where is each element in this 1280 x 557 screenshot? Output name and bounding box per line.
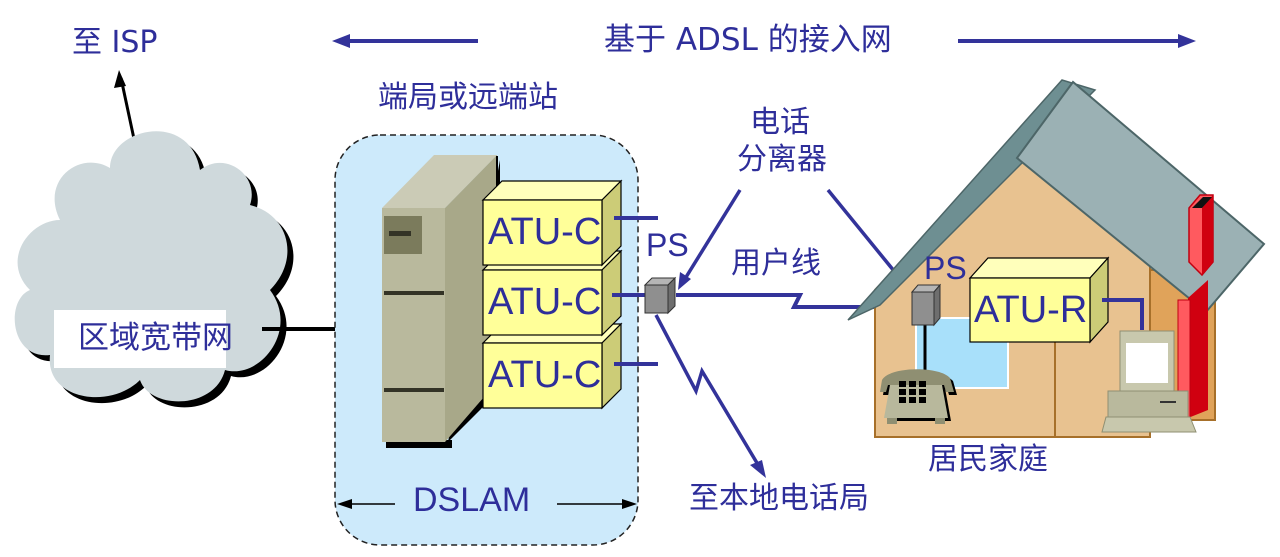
local-exchange-link bbox=[654, 314, 766, 478]
atu-r-label: ATU-R bbox=[974, 289, 1088, 331]
dslam-span-arrow bbox=[337, 499, 637, 509]
splitter-icon-left bbox=[643, 276, 677, 315]
central-office-label: 端局或远端站 bbox=[378, 80, 558, 115]
subscriber-line-label: 用户线 bbox=[731, 246, 821, 281]
atu-c-stubs bbox=[612, 216, 658, 366]
to-isp-label: 至 ISP bbox=[72, 25, 158, 60]
residence-label: 居民家庭 bbox=[928, 442, 1048, 477]
atu-c-module-1 bbox=[481, 179, 623, 267]
subscriber-line bbox=[676, 293, 914, 309]
regional-network-label: 区域宽带网 bbox=[78, 320, 233, 356]
splitter-icon-right bbox=[910, 283, 942, 372]
cloud-icon bbox=[14, 131, 294, 408]
atu-r-module bbox=[968, 256, 1110, 344]
atu-r-to-computer-line bbox=[1102, 298, 1144, 330]
dslam-rack-icon bbox=[382, 155, 500, 448]
ps-right-label: PS bbox=[924, 250, 967, 286]
splitter-caption-line2: 分离器 bbox=[737, 142, 827, 177]
ps-left-label: PS bbox=[646, 227, 689, 263]
atu-c-label-2: ATU-C bbox=[488, 281, 602, 323]
dslam-label: DSLAM bbox=[413, 481, 531, 519]
to-local-exchange-label: 至本地电话局 bbox=[689, 481, 869, 516]
telephone-icon bbox=[880, 369, 957, 424]
atu-c-module-3 bbox=[481, 322, 623, 410]
atu-c-label-1: ATU-C bbox=[488, 211, 602, 253]
computer-icon bbox=[1101, 330, 1197, 433]
title-span-arrow bbox=[332, 34, 1196, 48]
splitter-caption-line1: 电话 bbox=[750, 105, 810, 140]
diagram-title: 基于 ADSL 的接入网 bbox=[604, 22, 892, 58]
atu-c-stack bbox=[481, 179, 623, 410]
atu-c-label-3: ATU-C bbox=[488, 354, 602, 396]
